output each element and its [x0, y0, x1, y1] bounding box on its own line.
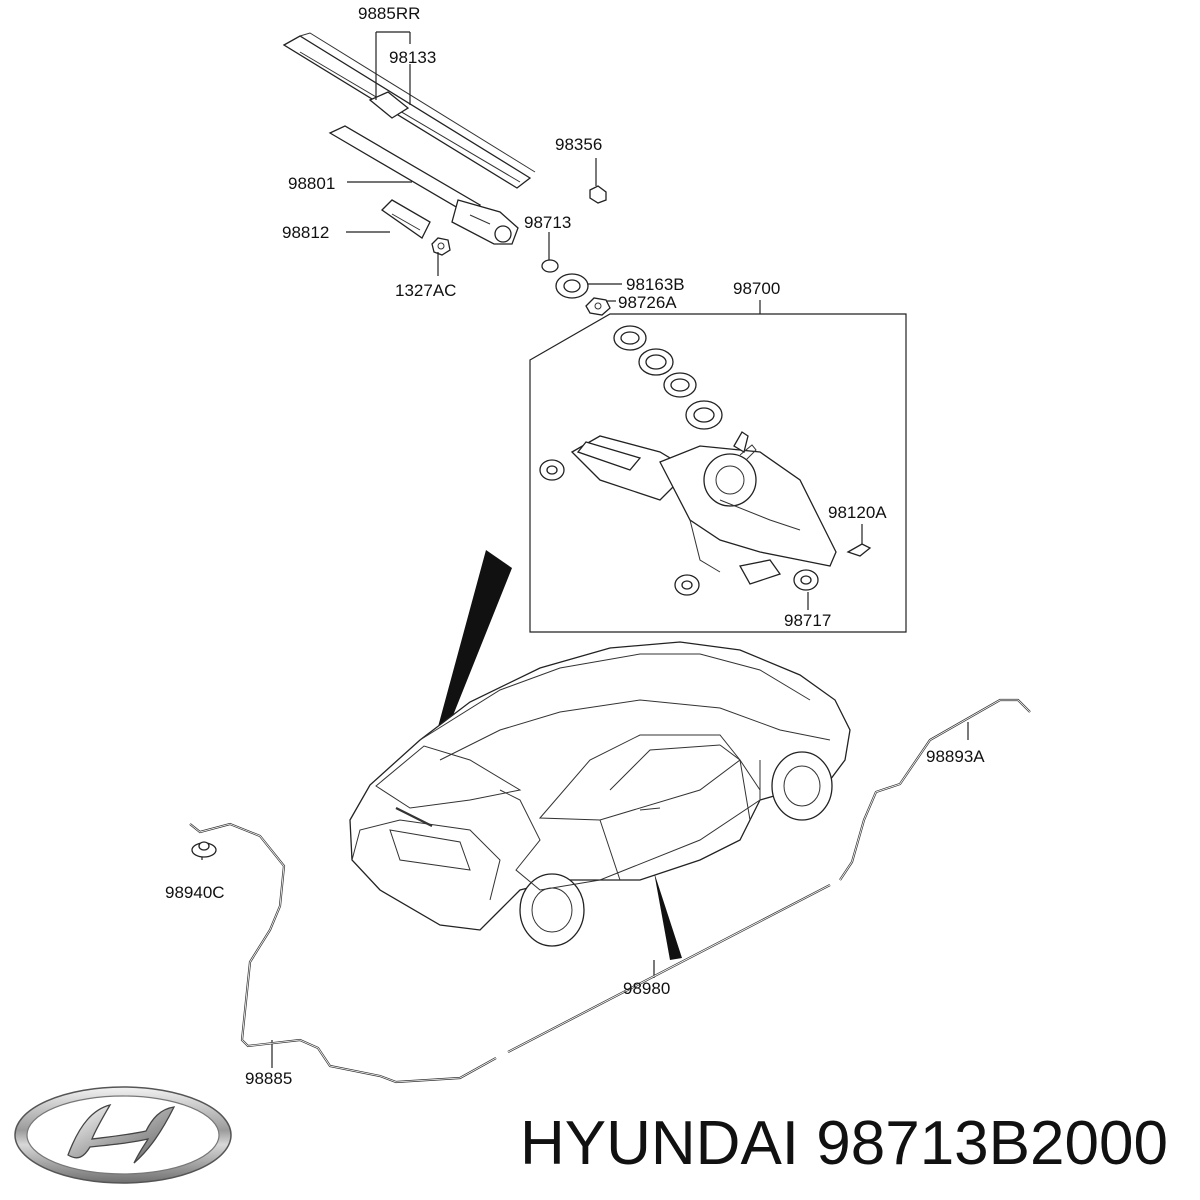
label-98893A: 98893A: [926, 747, 985, 766]
hyundai-logo-icon: [14, 1086, 232, 1184]
motor-assembly-box-98700: [529, 313, 907, 633]
label-98940C: 98940C: [165, 883, 225, 902]
label-98980: 98980: [623, 979, 670, 998]
leader-lines: [201, 31, 969, 1068]
label-98885: 98885: [245, 1069, 292, 1088]
label-98717: 98717: [784, 611, 831, 630]
nut-98726A: [585, 297, 611, 316]
hose-98893A: [839, 698, 1031, 881]
label-98812: 98812: [282, 223, 329, 242]
nozzle-98940C: [191, 841, 217, 858]
hose-98885: [189, 822, 497, 1084]
label-98133: 98133: [389, 48, 436, 67]
wiper-arm-98801: [328, 125, 519, 245]
label-1327AC: 1327AC: [395, 281, 456, 300]
label-98700: 98700: [733, 279, 780, 298]
label-98356: 98356: [555, 135, 602, 154]
washer-98713: [541, 259, 559, 273]
label-98163B: 98163B: [626, 275, 685, 294]
label-98120A: 98120A: [828, 503, 887, 522]
nut-1327AC: [431, 237, 451, 256]
clip-98356: [589, 185, 607, 204]
label-98801: 98801: [288, 174, 335, 193]
label-98713: 98713: [524, 213, 571, 232]
grommet-98163B: [555, 273, 589, 299]
product-caption: HYUNDAI 98713B2000: [520, 1109, 1168, 1178]
label-98726A: 98726A: [618, 293, 677, 312]
hose-98980: [507, 884, 831, 1053]
hatchback-car-illustration: [349, 641, 851, 947]
label-9885RR: 9885RR: [358, 4, 420, 23]
arm-cap-98812: [380, 199, 431, 239]
wiper-blade-98133: [282, 32, 536, 189]
